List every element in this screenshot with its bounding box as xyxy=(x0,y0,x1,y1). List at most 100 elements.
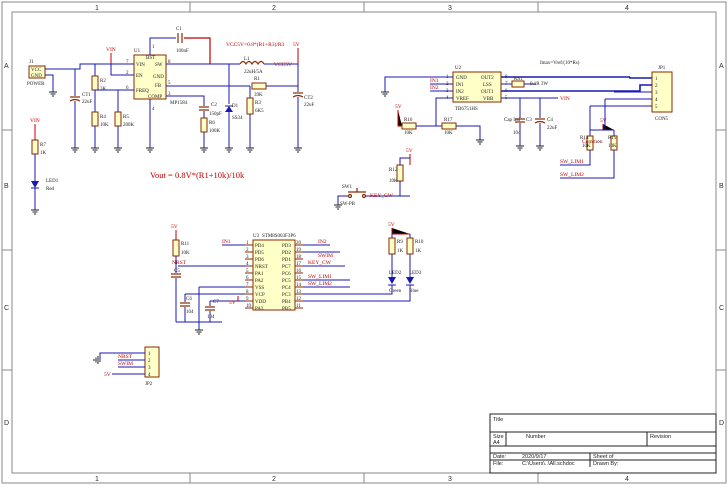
j1-designator: J1 xyxy=(29,60,34,65)
resistor-r3[interactable]: R3 6K5 xyxy=(246,97,264,115)
mcu-pin-right-number: 16 xyxy=(296,269,302,274)
ground-symbol xyxy=(91,147,99,153)
row-label: B xyxy=(719,183,724,190)
motor-driver-u2[interactable]: U2 GND IN1 IN2 VREF OUT2 LSS OUT1 VBB TB… xyxy=(446,66,508,112)
size-label: Size xyxy=(493,434,504,440)
r5-value: 200K xyxy=(123,123,135,128)
ground-symbol xyxy=(334,204,342,210)
resistor-r10[interactable]: R10 1K xyxy=(406,237,424,255)
mcu-pin-right-label: PB5 xyxy=(282,307,291,312)
u1-pin-fb: FB xyxy=(155,84,162,89)
capacitor-c3[interactable]: Cap Ind C3 104 xyxy=(504,118,532,136)
resistor-r4[interactable]: R4 10K xyxy=(91,111,109,128)
diode-d1[interactable]: D1 SS34 xyxy=(225,104,243,121)
sense-resistor-rs1[interactable]: RS1 0.1R 3W xyxy=(511,77,548,88)
mcu-u3[interactable]: U3 STM8S003F3P6 xyxy=(252,234,296,311)
output-capacitor-ct2[interactable]: CT2 22uF xyxy=(292,92,315,108)
jp1-pin: 2 xyxy=(655,84,658,89)
led3-designator: LED3 xyxy=(409,271,422,276)
r17-value: 10K xyxy=(444,131,453,136)
mcu-vdd-5v: 5V xyxy=(229,300,236,306)
capacitor-c5[interactable]: C5 xyxy=(171,269,181,278)
ground-symbol xyxy=(49,91,57,97)
l1-designator: L1 xyxy=(244,57,250,62)
title-block: Title Size A4 Number Revision Date: 2020… xyxy=(489,413,717,474)
r15-value: 10K xyxy=(608,144,617,149)
resistor-r9[interactable]: R9 1K xyxy=(388,237,404,255)
power-connector-j1[interactable]: J1 VCC GND POWER xyxy=(27,60,46,87)
date-label: Date: xyxy=(493,454,507,460)
u1-designator: U1 xyxy=(134,49,141,54)
r14-designator: R14 xyxy=(580,136,589,141)
size-value: A4 xyxy=(493,440,500,446)
resistor-r16[interactable]: R16 10K xyxy=(401,118,417,136)
status-led-led2[interactable]: LED2 Green xyxy=(388,271,402,294)
capacitor-c4[interactable]: C4 22uF xyxy=(534,118,558,131)
resistor-r5[interactable]: R5 200K xyxy=(114,111,135,128)
buck-ic-u1[interactable]: U1 VIN EN FREQ SW FB COMP BST GND MP1584… xyxy=(126,45,188,112)
mcu-pin-left-number: 5 xyxy=(246,269,249,274)
mcu-net-lim2: SW_LIM2 xyxy=(308,281,332,287)
mcu-pin-left-number: 9 xyxy=(246,297,249,302)
mcu-pin-right-number: 11 xyxy=(296,304,301,309)
input-capacitor-ct1[interactable]: CT1 22uF xyxy=(69,93,93,105)
ground-symbol xyxy=(381,91,389,97)
u2-pin-lss: LSS xyxy=(483,83,492,88)
inductor-l1[interactable]: L1 22uH/5A xyxy=(239,57,265,75)
mcu-pin-left-number: 10 xyxy=(246,304,252,309)
jp2-pin: 1 xyxy=(148,352,151,357)
u2-net-in2: IN2 xyxy=(430,85,439,91)
wire-gnd xyxy=(45,74,54,92)
column-label: 2 xyxy=(272,5,276,12)
mcu-pin-left-label: PA2 xyxy=(255,279,264,284)
j1-pin-vcc: VCC xyxy=(31,68,42,73)
u1-pin-gnd: GND xyxy=(153,75,164,80)
pullup-resistor-r12[interactable]: R12 10K xyxy=(389,164,404,184)
mcu-pin-left-label: VSS xyxy=(255,286,264,291)
r7-designator: R7 xyxy=(40,143,46,148)
net-vcc5v: VCC5V xyxy=(274,62,292,68)
led2-color: Green xyxy=(389,289,402,294)
power-led-circuit[interactable]: VIN R7 1K LED1 Red xyxy=(30,118,59,215)
push-button-sw1[interactable]: SW1 SW-PB xyxy=(340,185,367,207)
jp2-net-5v: 5V xyxy=(104,372,111,378)
resistor-r11[interactable]: R11 10K xyxy=(172,239,190,257)
mcu-net-key: KEY_CW xyxy=(308,260,332,266)
status-led-led3[interactable]: LED3 Blue xyxy=(406,271,422,294)
led3-color: Blue xyxy=(409,289,419,294)
mcu-pin-left-label: PA1 xyxy=(255,272,264,277)
r11-value: 10K xyxy=(181,251,190,256)
mcu-net-in1: IN1 xyxy=(222,239,231,245)
motor-connector-jp1[interactable]: JP1 1 2 3 4 5 CON5 xyxy=(651,66,673,122)
c1-value: 100nF xyxy=(176,49,189,54)
jp2-designator: JP2 xyxy=(145,382,153,387)
boot-capacitor-c1[interactable]: C1 100nF xyxy=(176,27,189,54)
r9-value: 1K xyxy=(397,249,404,254)
mcu-pin-list: PD41PD52PD63NRST4PA15PA26VSS7VCP8VDD9PA3… xyxy=(245,241,303,312)
swim-header-jp2[interactable]: 1 2 3 4 JP2 xyxy=(144,346,160,387)
u1-pin-comp: COMP xyxy=(148,95,162,100)
comp-capacitor-c2[interactable]: C2 150pF xyxy=(199,103,222,117)
mcu-pin-right-label: PD3 xyxy=(282,244,291,249)
jp1-designator: JP1 xyxy=(658,66,666,71)
mcu-pin-right-number: 14 xyxy=(296,283,302,288)
row-label: C xyxy=(719,305,724,312)
resistor-r17[interactable]: R17 10K xyxy=(441,118,457,136)
mcu-pin-right-number: 20 xyxy=(296,241,302,246)
sw1-designator: SW1 xyxy=(342,185,353,190)
c3-value: 104 xyxy=(513,131,521,136)
u1-pin-sw: SW xyxy=(155,63,163,68)
ground-symbol xyxy=(195,329,203,335)
capacitor-c7[interactable]: C7 104 xyxy=(205,300,219,320)
capacitor-c6[interactable]: C6 104 xyxy=(180,297,194,315)
comp-resistor-r6[interactable]: R6 100K xyxy=(200,117,221,134)
resistor-r1[interactable]: R1 39K xyxy=(251,77,267,98)
net-vin-label: VIN xyxy=(106,47,116,53)
r11-designator: R11 xyxy=(181,242,190,247)
jp2-net-nrst: NRST xyxy=(118,354,133,360)
mcu-pin-right-label: PD1 xyxy=(282,258,291,263)
resistor-r15[interactable]: R15 10K xyxy=(608,135,618,151)
r16-designator: R16 xyxy=(404,118,413,123)
